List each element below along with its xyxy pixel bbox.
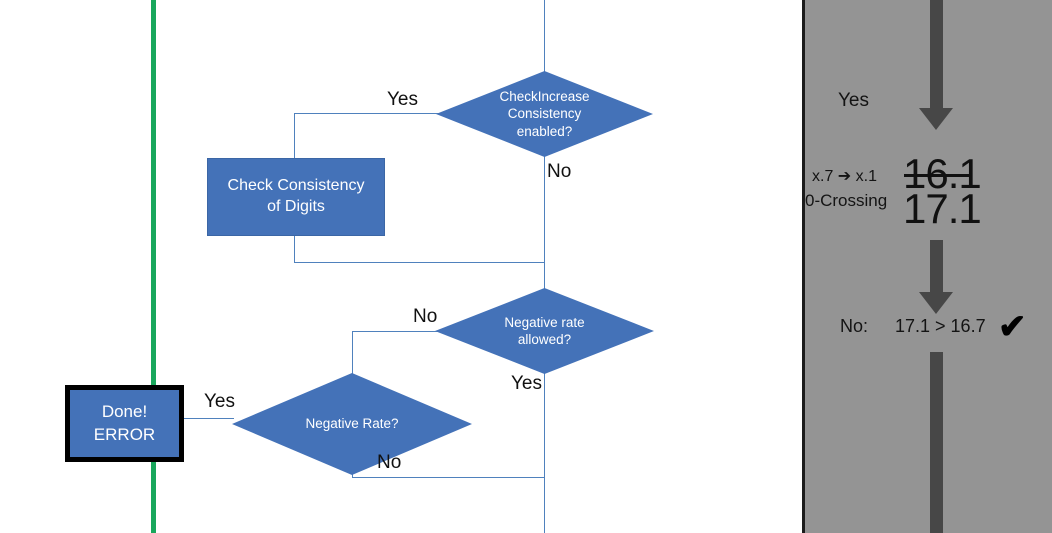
panel-arrow-1-head	[919, 108, 953, 130]
panel-branch-label: Yes	[838, 90, 869, 111]
panel-result-check-icon: ✔	[998, 308, 1027, 346]
panel-arrow-3-shaft	[930, 352, 943, 533]
edge-label-checkincrease-yes: Yes	[387, 89, 418, 110]
connector-checkincrease-yes-vertical	[294, 113, 295, 158]
edge-label-checkincrease-no: No	[547, 161, 572, 182]
decision-negative-rate-allowed-label: Negative rate allowed?	[504, 314, 585, 347]
process-check-consistency-of-digits[interactable]: Check Consistency of Digits	[207, 158, 385, 236]
decision-negative-rate[interactable]: Negative Rate?	[232, 373, 472, 475]
annotation-panel: Yes x.7 ➔ x.1 0-Crossing 16.1 17.1 No: 1…	[802, 0, 1052, 533]
edge-label-negrate-no: No	[377, 452, 402, 473]
panel-value-current: 17.1	[903, 185, 982, 232]
terminator-done-error[interactable]: Done! ERROR	[65, 385, 184, 462]
edge-label-negallowed-no: No	[413, 306, 438, 327]
panel-arrow-2-head	[919, 292, 953, 314]
edge-label-negrate-yes: Yes	[204, 391, 235, 412]
panel-value-struck-line	[904, 174, 972, 177]
connector-consistency-out-horizontal	[294, 262, 545, 263]
terminator-done-error-label: Done! ERROR	[93, 402, 156, 444]
connector-checkincrease-yes-horizontal	[294, 113, 440, 114]
decision-check-increase-consistency-label: CheckIncrease Consistency enabled?	[499, 89, 590, 139]
connector-negrate-yes-horizontal	[174, 418, 234, 419]
panel-annotation-line-1: x.7 ➔ x.1	[812, 168, 877, 185]
panel-value-struck: 16.1	[903, 150, 982, 197]
process-check-consistency-of-digits-label: Check Consistency of Digits	[227, 177, 365, 215]
connector-consistency-out-vertical	[294, 234, 295, 262]
edge-label-negallowed-yes: Yes	[511, 373, 542, 394]
panel-arrow-2-shaft	[930, 240, 943, 295]
connector-main-spine-mid	[544, 140, 545, 307]
panel-result-comparison: 17.1 > 16.7	[895, 316, 986, 336]
decision-check-increase-consistency[interactable]: CheckIncrease Consistency enabled?	[436, 71, 653, 157]
connector-negallowed-no-horizontal	[352, 331, 438, 332]
decision-negative-rate-label: Negative Rate?	[305, 416, 399, 432]
panel-arrow-1-shaft	[930, 0, 943, 110]
connector-negrate-no-horizontal	[352, 477, 545, 478]
green-guide-line	[151, 0, 156, 533]
panel-result-label: No:	[840, 316, 869, 336]
panel-annotation-line-2: 0-Crossing	[805, 191, 888, 210]
connector-main-spine-lower	[544, 357, 545, 533]
connector-negallowed-no-vertical	[352, 331, 353, 375]
decision-negative-rate-allowed[interactable]: Negative rate allowed?	[435, 288, 654, 374]
connector-main-spine-top	[544, 0, 545, 88]
